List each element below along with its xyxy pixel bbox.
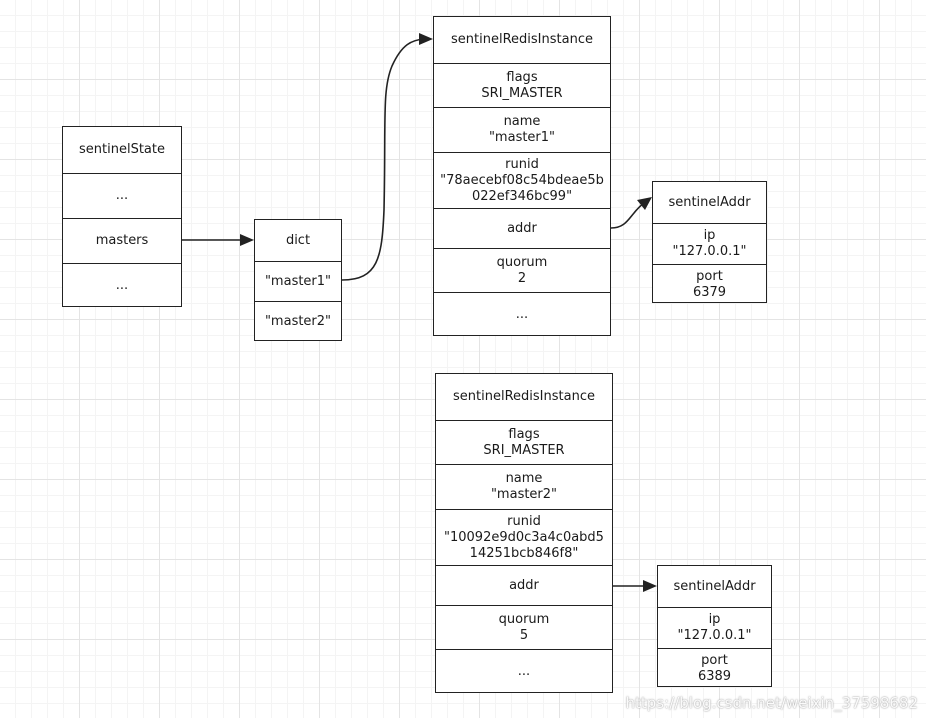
dict-entry-master1: "master1" xyxy=(255,261,341,301)
struct-field-name: name"master1" xyxy=(434,107,610,152)
arrow-master1-to-instance xyxy=(341,38,425,281)
struct-header: sentinelRedisInstance xyxy=(453,389,595,404)
arrowhead xyxy=(240,234,254,246)
struct-field-addr: addr xyxy=(434,208,610,248)
struct-field-ip: ip"127.0.0.1" xyxy=(658,607,771,648)
struct-field: ... xyxy=(63,263,181,308)
struct-field-addr: addr xyxy=(436,565,612,605)
arrowhead xyxy=(643,580,657,592)
struct-field-ip: ip"127.0.0.1" xyxy=(653,223,766,264)
struct-header: sentinelAddr xyxy=(673,578,756,594)
dict-entry-master2: "master2" xyxy=(255,301,341,342)
arrowhead xyxy=(637,197,652,210)
struct-header: sentinelState xyxy=(79,142,165,157)
struct-field: ... xyxy=(63,173,181,218)
struct-field: ... xyxy=(434,292,610,337)
struct-header: sentinelAddr xyxy=(668,194,751,210)
arrowhead xyxy=(419,33,433,45)
struct-header: dict xyxy=(285,232,311,248)
struct-field-name: name"master2" xyxy=(436,464,612,509)
struct-field-masters: masters xyxy=(63,218,181,263)
dict-struct: dict "master1" "master2" xyxy=(254,219,342,341)
arrow-addr-to-sentinel-addr-1 xyxy=(610,202,645,229)
struct-header: sentinelRedisInstance xyxy=(451,32,593,47)
watermark: https://blog.csdn.net/weixin_37598682 xyxy=(625,694,918,712)
sentinel-state-struct: sentinelState ... masters ... xyxy=(62,126,182,307)
struct-field: ... xyxy=(436,649,612,694)
